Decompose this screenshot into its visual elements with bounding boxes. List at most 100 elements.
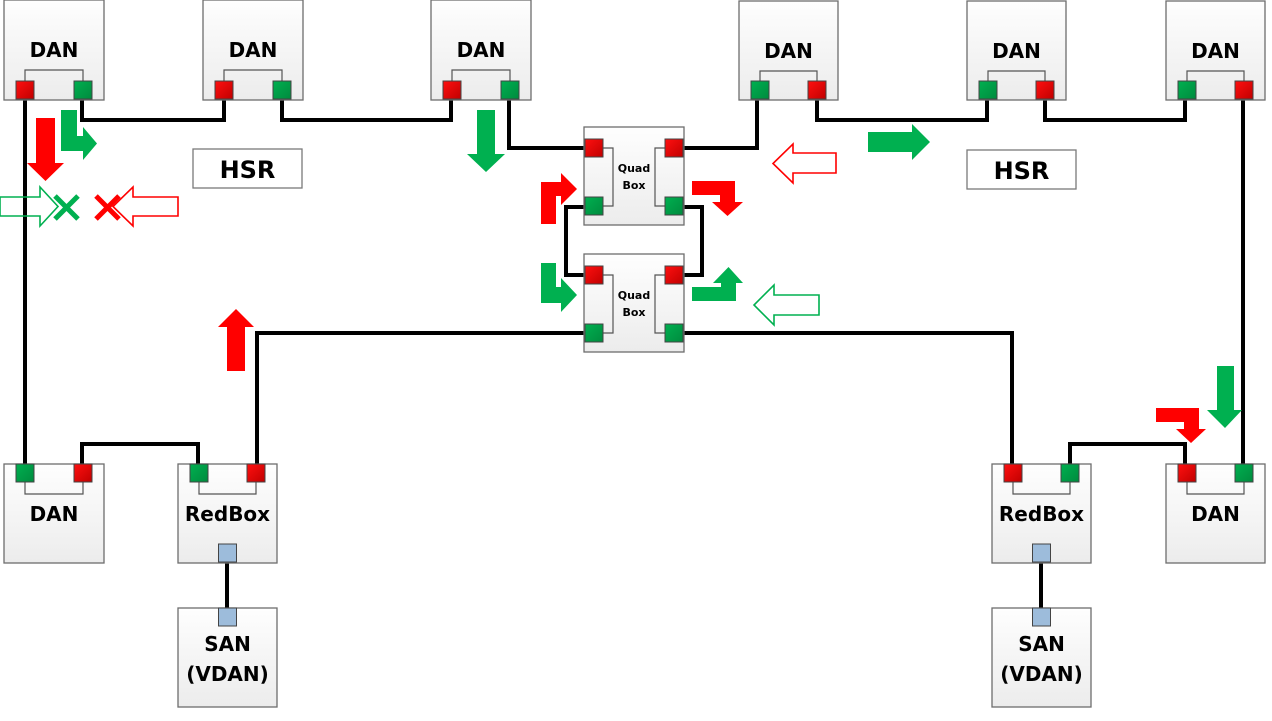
red-down-arrow-left: [27, 118, 64, 181]
quadbox-label-line: Box: [622, 179, 645, 192]
node-san-r: SAN(VDAN): [991, 607, 1092, 708]
internal-bridge: [451, 69, 511, 81]
red-bent-up-right-arrow: [541, 173, 577, 224]
node-dan-r3: DAN: [1165, 0, 1266, 101]
green-bent-down-right-arrow: [541, 263, 577, 312]
dan-label: DAN: [1191, 502, 1240, 526]
port-green: [15, 463, 35, 483]
green-bent-right-arrow-left: [61, 110, 97, 160]
san-label-line: (VDAN): [1000, 662, 1083, 686]
green-outline-left-arrow-quadbox: [752, 283, 820, 327]
redbox-label: RedBox: [999, 502, 1084, 526]
node-dan-r1: DAN: [738, 0, 839, 101]
port-red: [584, 138, 604, 158]
port-green: [664, 196, 684, 216]
port-red: [246, 463, 266, 483]
wire-dan-l2-to-dan-l3: [280, 99, 453, 122]
port-red: [807, 80, 827, 100]
port-interlink: [1032, 607, 1051, 627]
red-outline-left-arrow-right-ring: [771, 142, 837, 185]
hsr-label-right-text: HSR: [994, 157, 1050, 185]
wire-redbox-r-to-dan-r4: [1068, 442, 1187, 465]
wire-dan-r2-to-dan-r3: [1043, 99, 1187, 122]
port-interlink: [218, 607, 237, 627]
port-green: [189, 463, 209, 483]
hsr-label-left: HSR: [192, 148, 303, 189]
quadbox-label-line: Box: [622, 306, 645, 319]
red-bent-right-down-arrow-right: [1156, 408, 1206, 443]
dan-label: DAN: [1191, 39, 1240, 63]
san-label-line: SAN: [204, 632, 251, 656]
port-green: [1060, 463, 1080, 483]
port-red: [442, 80, 462, 100]
wires: [23, 99, 1245, 609]
internal-bridge-left: [603, 147, 614, 207]
wire-dan-l4-to-redbox-l: [80, 442, 200, 465]
hsr-label-right: HSR: [966, 149, 1077, 190]
port-green: [73, 80, 93, 100]
red-outline-arrow-discarded: [111, 185, 179, 228]
red-up-arrow-left: [218, 309, 254, 371]
port-green: [584, 323, 604, 343]
port-red: [664, 265, 684, 285]
node-san-l: SAN (VDAN): [177, 607, 278, 708]
node-redbox-l: RedBox: [177, 463, 278, 564]
node-dan-r4: DAN: [1165, 463, 1266, 564]
internal-bridge-right: [654, 147, 665, 207]
port-green: [978, 80, 998, 100]
node-dan-r2: DAN: [966, 0, 1067, 101]
dan-label: DAN: [764, 39, 813, 63]
redbox-label: RedBox: [185, 502, 270, 526]
quadbox-label-line: Quad: [618, 289, 650, 302]
green-down-arrow-right: [1207, 366, 1242, 428]
internal-bridge-right: [654, 274, 665, 334]
red-bent-right-down-arrow: [692, 181, 743, 216]
wire-dan-r1-to-dan-r2: [815, 99, 989, 122]
node-dan-l2: DAN: [202, 0, 304, 101]
internal-bridge: [1186, 482, 1245, 495]
internal-bridge: [1012, 482, 1071, 495]
dan-label: DAN: [457, 38, 506, 62]
node-dan-l3: DAN: [430, 0, 532, 101]
port-green: [750, 80, 770, 100]
wire-quadbox-1-to-dan-r1: [683, 99, 759, 150]
port-green: [500, 80, 520, 100]
node-dan-l1: DAN: [3, 0, 105, 101]
green-right-arrow-right-ring: [868, 124, 930, 160]
wire-quadbox-1-to-quadbox-2-right: [683, 205, 704, 277]
green-outline-arrow-discarded: [0, 184, 60, 229]
port-red: [1035, 80, 1055, 100]
green-bent-right-up-arrow: [692, 267, 743, 301]
san-label-line: (VDAN): [186, 662, 269, 686]
port-green: [1234, 463, 1254, 483]
arrows: [0, 110, 1242, 443]
port-red: [1177, 463, 1197, 483]
port-red: [214, 80, 234, 100]
dan-label: DAN: [229, 38, 278, 62]
node-dan-l4: DAN: [3, 463, 105, 564]
internal-bridge: [1186, 70, 1245, 81]
port-green: [272, 80, 292, 100]
port-red: [15, 80, 35, 100]
wire-redbox-l-to-quadbox-2: [255, 331, 585, 465]
dan-label: DAN: [30, 502, 79, 526]
internal-bridge: [198, 482, 257, 495]
internal-bridge: [24, 69, 84, 81]
dan-label: DAN: [992, 39, 1041, 63]
port-green: [1177, 80, 1197, 100]
hsr-label-left-text: HSR: [220, 156, 276, 184]
node-redbox-r: RedBox: [991, 463, 1092, 564]
wire-quadbox-2-to-redbox-r: [683, 331, 1014, 465]
port-red: [73, 463, 93, 483]
red-discard-x: [94, 194, 121, 221]
quadbox-label-line: Quad: [618, 162, 650, 175]
dan-label: DAN: [30, 38, 79, 62]
internal-bridge: [24, 482, 84, 495]
port-red: [1003, 463, 1023, 483]
internal-bridge: [759, 70, 818, 81]
green-discard-x: [53, 194, 80, 221]
wire-quadbox-1-to-quadbox-2-left: [564, 205, 585, 277]
